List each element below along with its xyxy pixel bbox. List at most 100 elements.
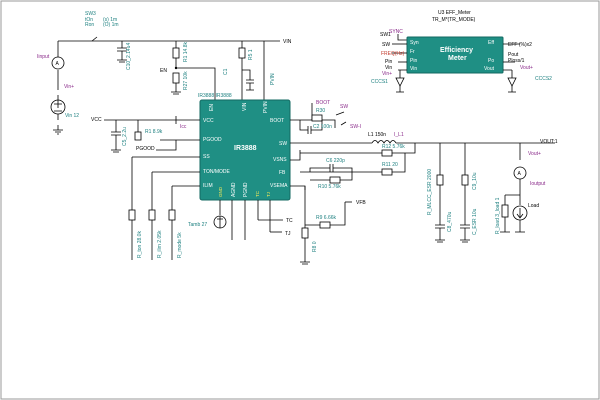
sw-probe-wire <box>322 119 336 128</box>
voltage-source-vin[interactable]: Vin 12 <box>50 99 79 119</box>
switch-sw3[interactable]: SW3 tOn Ron (s) 1m (O) 1m <box>85 11 119 42</box>
sw3-ton-val: (s) 1m <box>103 17 117 23</box>
meter-pin-vin: Vin <box>410 66 417 72</box>
ic-pin-vin: VIN <box>242 102 248 111</box>
resistor-r8[interactable]: R8 0 <box>300 186 318 265</box>
meter-title-1: Efficiency <box>440 47 473 54</box>
meter-eff-label: EFF (%)x2 <box>508 42 532 48</box>
c1-label: C1 <box>223 68 229 75</box>
ic-pin-tj: TJ <box>266 192 271 197</box>
en-wire <box>176 67 216 100</box>
ic-pin-agnd: AGND <box>231 182 237 197</box>
il-label: I_L1 <box>394 132 404 138</box>
vin-plus-label: Vin+ <box>64 84 74 90</box>
l1-label: L1 150n <box>368 132 386 138</box>
icc-label: Icc <box>180 124 187 130</box>
ic-pin-pgnd: PGND <box>243 182 249 197</box>
ic-pin-sw: SW <box>279 141 287 147</box>
r11-label: R11 20 <box>382 162 398 168</box>
capacitor-c10[interactable]: C10_2.14u4 <box>117 41 132 70</box>
en-label: EN <box>160 68 167 74</box>
resistor-r9[interactable]: R9 6.66k <box>305 202 346 229</box>
r3-label: R5 1 <box>248 49 254 60</box>
swx-probe <box>340 121 347 126</box>
ammeter-ioutput[interactable]: A Ioutput <box>513 166 546 187</box>
ground-symbol <box>53 129 63 135</box>
r-ton-label: R_ton 28.0k <box>137 231 143 258</box>
ilim-wire <box>171 185 200 210</box>
meter-voutplus-label: Vout+ <box>520 65 533 71</box>
resistor-r-ilim[interactable]: R_ilim 2.05k <box>148 209 163 260</box>
r30-label: R30 <box>316 108 325 114</box>
ic-pin-pgood: PGOOD <box>203 137 222 143</box>
meter-model: TR_M*(TR_MODE) <box>432 17 476 23</box>
meter-sw-label: SW <box>382 42 390 48</box>
ic-pin-ton: TON/MODE <box>203 169 231 175</box>
resistor-r12[interactable]: R12 5.76k <box>300 143 416 157</box>
r-mlcc-label: R_MLCC_ESR 2000 <box>427 169 433 215</box>
capacitor-c1[interactable]: C1 <box>223 68 254 91</box>
vout-plus-label: Vout+ <box>528 151 541 157</box>
resistor-r10[interactable]: R10 5.76k <box>310 172 353 190</box>
ic-pin-fb: FB <box>279 170 286 176</box>
ic-pin-gnd: GND <box>218 186 223 197</box>
current-load[interactable]: Load <box>512 195 539 233</box>
r12-label: R12 5.76k <box>382 144 405 150</box>
output-cap-mlcc[interactable]: R_MLCC_ESR 2000 C8_470u <box>427 143 453 243</box>
c5-label: C5_2.2u <box>122 127 128 146</box>
cccs1-label: CCCS1 <box>371 79 388 85</box>
ic-title: IR3888 <box>234 145 257 152</box>
ic-pin-ss: SS <box>203 154 210 160</box>
resistor-r1[interactable]: R1 14.8k <box>172 41 189 68</box>
resistor-pgood[interactable]: R1 8.9k <box>134 120 163 141</box>
tc-label: TC <box>286 218 293 224</box>
r-ilim-label: R_ilim 2.05k <box>157 230 163 258</box>
resistor-r-mode[interactable]: R_mode 5k <box>168 209 183 260</box>
meter-pin-label: Pin <box>385 59 392 65</box>
c9-label: C9_10u <box>472 172 478 190</box>
vin-rail-label: VIN <box>283 39 292 45</box>
ic-pin-vcc: VCC <box>203 118 214 124</box>
inductor-l1[interactable]: L1 150n I_L1 <box>368 132 404 144</box>
ic-pin-pvin: PVIN <box>263 101 269 113</box>
sw3-ron: Ron <box>85 22 94 28</box>
tamb-label: Tamb 27 <box>188 222 207 228</box>
resistor-r3[interactable]: R5 1 <box>238 41 254 100</box>
cccs2-source[interactable]: CCCS2 <box>507 76 552 93</box>
vout-label: VOUT:1 <box>540 139 558 145</box>
ic-pin-boot: BOOT <box>270 118 284 124</box>
cccs2-label: CCCS2 <box>535 76 552 82</box>
swx-label: SW-I <box>350 124 361 130</box>
meter-sync-wire <box>397 34 407 41</box>
r27-label: R27 10k <box>183 71 189 90</box>
sw3-ton: tOn <box>85 17 93 23</box>
c8-label: C8_470u <box>447 211 453 232</box>
capacitor-c2[interactable]: C2 100n <box>299 120 332 134</box>
capacitor-c6[interactable]: C6 220p <box>309 158 353 172</box>
ammeter-iinput[interactable]: A Iinput <box>37 54 65 70</box>
cccs1-source[interactable]: CCCS1 <box>371 77 405 93</box>
capacitor-c5[interactable]: C5_2.2u <box>111 120 128 153</box>
vcc-label: VCC <box>91 117 102 123</box>
ic-part-label: IR3888 IR3888 <box>198 93 232 99</box>
load-label: Load <box>528 203 539 209</box>
meter-pin-pin: Pin <box>410 58 417 64</box>
ic-ir3888[interactable]: IR3888 IR3888 IR3888 VCC PGOOD SS TON/MO… <box>198 93 291 201</box>
meter-vinplus-label: Vin+ <box>382 71 392 77</box>
resistor-r-load[interactable]: R_load 3_load 1 <box>495 197 510 234</box>
pgood-net <box>156 140 177 151</box>
output-cap-c9[interactable]: C9_10u C_ESR 10u <box>460 143 478 243</box>
resistor-r11[interactable]: R11 20 <box>300 153 406 176</box>
ic-pin-vsns: VSNS <box>273 157 287 163</box>
resistor-r-ton[interactable]: R_ton 28.0k <box>128 209 143 260</box>
meter-name: U3 EFF_Meter <box>438 10 471 16</box>
ic-pin-en: EN <box>209 104 215 111</box>
efficiency-meter[interactable]: Syn Fr Pin Vin Efficiency Meter Eff Po V… <box>406 36 504 74</box>
temperature-source-tamb[interactable]: Tamb 27 <box>188 215 227 229</box>
resistor-r30[interactable]: R30 <box>311 108 325 122</box>
resistor-r27[interactable]: R27 10k <box>171 71 189 95</box>
vin-source-value: Vin 12 <box>65 113 79 119</box>
meter-pout-label: Pout <box>508 52 519 58</box>
